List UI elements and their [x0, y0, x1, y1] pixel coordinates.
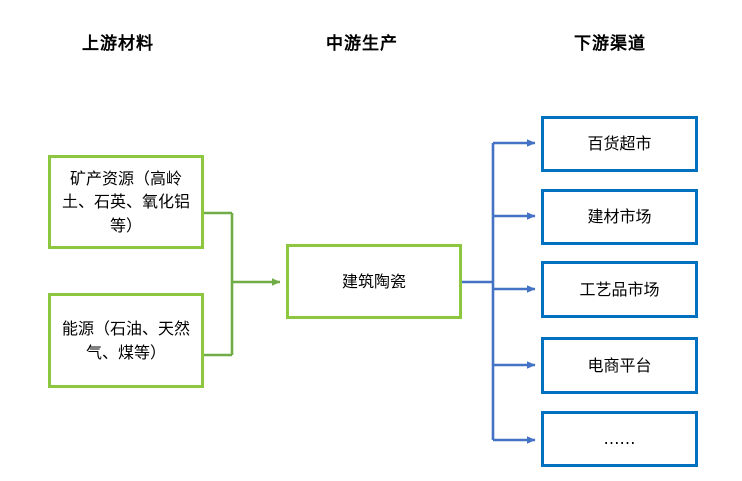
- node-building-materials-market[interactable]: 建材市场: [541, 189, 698, 245]
- column-header-midstream: 中游生产: [326, 34, 398, 54]
- node-department-store[interactable]: 百货超市: [541, 116, 698, 172]
- node-handicraft-market[interactable]: 工艺品市场: [541, 261, 698, 318]
- node-minerals[interactable]: 矿产资源（高岭土、石英、氧化铝等）: [48, 155, 204, 249]
- column-header-upstream: 上游材料: [82, 34, 154, 54]
- column-header-downstream: 下游渠道: [574, 34, 646, 54]
- node-ecommerce-platform[interactable]: 电商平台: [541, 337, 698, 394]
- node-other-channels[interactable]: ……: [541, 411, 698, 467]
- node-architectural-ceramics[interactable]: 建筑陶瓷: [286, 244, 462, 319]
- node-energy[interactable]: 能源（石油、天然气、煤等）: [48, 293, 204, 388]
